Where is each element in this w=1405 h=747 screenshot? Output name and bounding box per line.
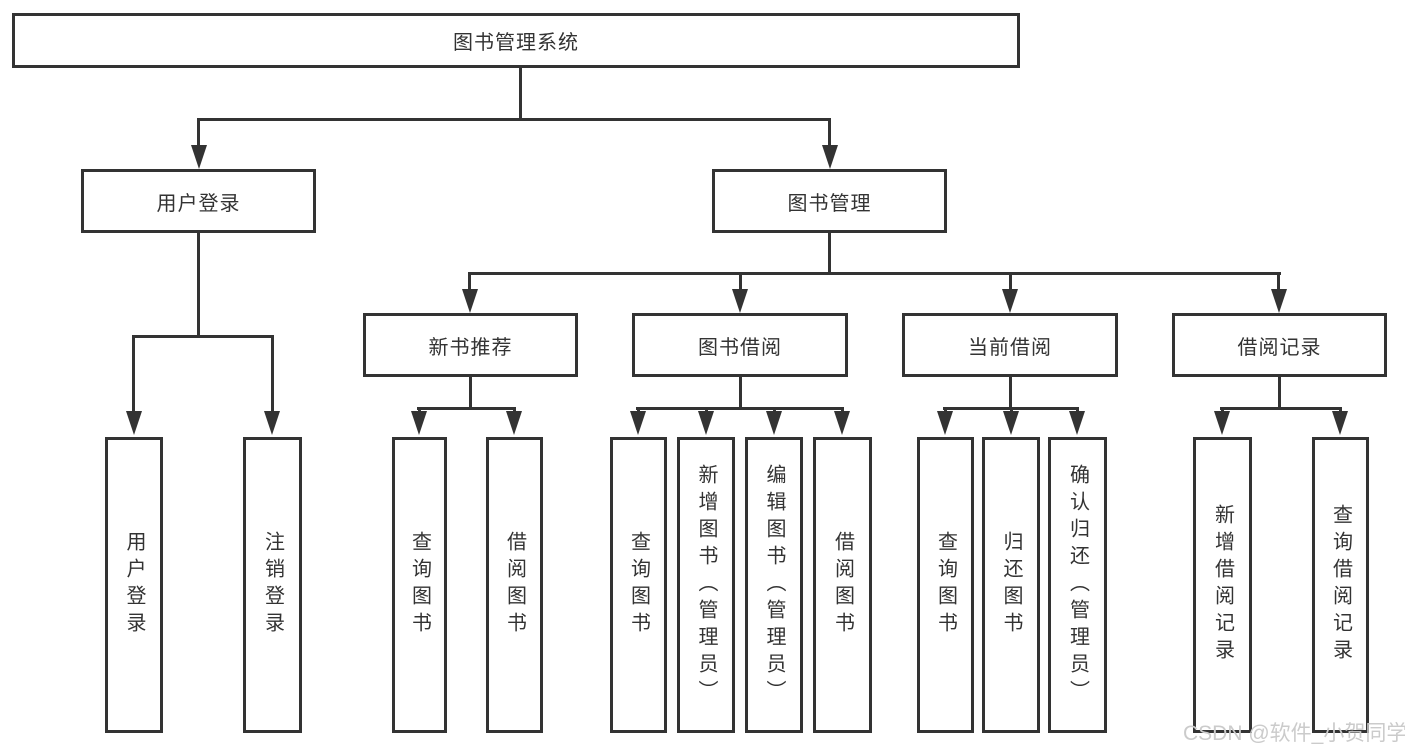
leaf-query-books-recommend: 查询图书 — [392, 437, 447, 733]
node-current-borrow: 当前借阅 — [902, 313, 1118, 377]
leaf-label: 用户登录 — [123, 531, 145, 639]
arrow-down-icon — [1069, 411, 1085, 435]
connector-line — [1277, 275, 1280, 294]
leaf-label: 查询图书 — [408, 531, 431, 639]
leaf-label: 新增借阅记录 — [1211, 504, 1234, 666]
arrow-down-icon — [506, 411, 522, 435]
leaf-confirm-return-admin: 确认归还（管理员） — [1048, 437, 1107, 733]
node-label: 用户登录 — [156, 192, 241, 215]
node-user-login: 用户登录 — [81, 169, 316, 233]
leaf-borrow-books: 借阅图书 — [813, 437, 872, 733]
leaf-user-login: 用户登录 — [105, 437, 163, 733]
arrow-down-icon — [191, 145, 207, 169]
arrow-down-icon — [937, 411, 953, 435]
connector-line — [271, 338, 274, 416]
connector-line — [197, 121, 200, 150]
arrow-down-icon — [698, 411, 714, 435]
leaf-label: 注销登录 — [261, 531, 284, 639]
leaf-borrow-books-recommend: 借阅图书 — [486, 437, 543, 733]
connector-line — [519, 68, 522, 121]
leaf-label: 借阅图书 — [503, 531, 526, 639]
arrow-down-icon — [1332, 411, 1348, 435]
leaf-add-book-admin: 新增图书（管理员） — [677, 437, 735, 733]
node-root: 图书管理系统 — [12, 13, 1020, 68]
arrow-down-icon — [462, 289, 478, 313]
connector-line — [132, 335, 274, 338]
leaf-label: 编辑图书（管理员） — [763, 463, 785, 707]
leaf-add-borrow-record: 新增借阅记录 — [1193, 437, 1252, 733]
connector-line — [828, 121, 831, 150]
node-book-management: 图书管理 — [712, 169, 947, 233]
connector-line — [943, 407, 1079, 410]
connector-line — [636, 407, 844, 410]
connector-line — [468, 272, 1281, 275]
connector-line — [1009, 275, 1012, 294]
connector-line — [1220, 407, 1342, 410]
arrow-down-icon — [766, 411, 782, 435]
connector-line — [828, 233, 831, 275]
arrow-down-icon — [126, 411, 142, 435]
leaf-logout: 注销登录 — [243, 437, 302, 733]
node-root-label: 图书管理系统 — [453, 32, 579, 54]
node-label: 图书管理 — [787, 192, 872, 215]
arrow-down-icon — [411, 411, 427, 435]
leaf-label: 确认归还（管理员） — [1066, 463, 1089, 707]
arrow-down-icon — [264, 411, 280, 435]
arrow-down-icon — [822, 145, 838, 169]
connector-line — [468, 275, 471, 294]
leaf-query-borrow-record: 查询借阅记录 — [1312, 437, 1369, 733]
connector-line — [1009, 377, 1012, 410]
arrow-down-icon — [1002, 289, 1018, 313]
leaf-query-books-current: 查询图书 — [917, 437, 974, 733]
connector-line — [739, 377, 742, 410]
leaf-label: 新增图书（管理员） — [695, 463, 717, 707]
arrow-down-icon — [834, 411, 850, 435]
connector-line — [197, 118, 831, 121]
arrow-down-icon — [732, 289, 748, 313]
connector-line — [132, 338, 135, 416]
leaf-query-books-borrow: 查询图书 — [610, 437, 667, 733]
leaf-label: 归还图书 — [1000, 531, 1022, 639]
node-new-book-recommend: 新书推荐 — [363, 313, 578, 377]
connector-line — [197, 233, 200, 338]
arrow-down-icon — [630, 411, 646, 435]
leaf-edit-book-admin: 编辑图书（管理员） — [745, 437, 803, 733]
node-label: 新书推荐 — [428, 336, 513, 359]
arrow-down-icon — [1214, 411, 1230, 435]
arrow-down-icon — [1003, 411, 1019, 435]
connector-line — [1278, 377, 1281, 410]
leaf-return-book: 归还图书 — [982, 437, 1040, 733]
connector-line — [469, 377, 472, 410]
node-borrow-records: 借阅记录 — [1172, 313, 1387, 377]
node-label: 借阅记录 — [1237, 336, 1322, 359]
leaf-label: 借阅图书 — [831, 531, 854, 639]
watermark: CSDN @软件_小贺同学 — [1183, 722, 1405, 745]
leaf-label: 查询图书 — [934, 531, 957, 639]
leaf-label: 查询借阅记录 — [1329, 504, 1352, 666]
node-book-borrow: 图书借阅 — [632, 313, 848, 377]
connector-line — [417, 407, 516, 410]
leaf-label: 查询图书 — [627, 531, 650, 639]
node-label: 图书借阅 — [698, 336, 782, 359]
arrow-down-icon — [1271, 289, 1287, 313]
node-label: 当前借阅 — [968, 336, 1052, 359]
connector-line — [739, 275, 742, 294]
